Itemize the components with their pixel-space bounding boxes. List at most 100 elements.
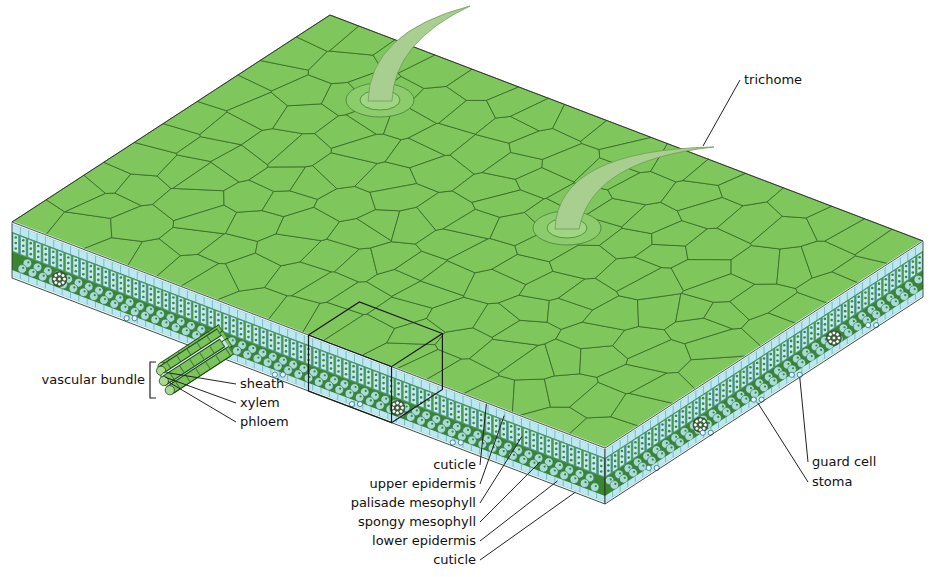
chloroplast [52,250,55,253]
spongy-cell [570,475,579,484]
chloroplast [252,347,254,349]
upper-epidermis-layer [605,243,923,458]
epidermal-cell [463,376,514,413]
chloroplast [75,265,78,268]
chloroplast [688,406,691,409]
chloroplast [562,445,565,448]
spongy-cell [69,284,78,293]
chloroplast [783,344,786,347]
chloroplast [510,425,513,428]
chloroplast [150,288,153,291]
epidermis-cell-wall [554,477,555,483]
spongy-cell [253,354,262,363]
palisade-cell [741,367,746,388]
epidermis-cell-wall [748,402,749,408]
chloroplast [709,403,712,406]
epidermis-cell-wall [179,288,180,296]
chloroplast [127,279,130,282]
epidermis-cell-wall [680,447,681,453]
chloroplast [871,298,874,301]
chloroplast [830,324,833,327]
spongy-cell [769,377,778,386]
chloroplast [797,346,800,349]
spongy-cell [610,481,619,490]
chloroplast [315,362,318,365]
spongy-cell [79,288,88,297]
chloroplast [682,421,685,424]
epidermis-cell-wall [496,409,497,417]
leader-line [480,416,504,484]
chloroplast [426,413,428,415]
chloroplast [345,373,348,376]
chloroplast [851,300,854,303]
chloroplast [360,373,363,376]
chloroplast [592,456,595,459]
top-surface-ground [12,15,923,448]
epidermis-cell-wall [304,335,305,343]
chloroplast [112,273,115,276]
chloroplast [105,281,108,284]
chloroplast [871,292,874,295]
palisade-cell [231,316,237,336]
chloroplast [661,423,664,426]
cube-edge [309,335,392,423]
chloroplast [32,271,34,273]
chloroplast [547,445,550,448]
palisade-cell [148,285,154,305]
spongy-cell [909,286,918,295]
guard-cell-shape [349,401,354,406]
epidermis-cell-wall [688,396,689,404]
epidermis-cell-wall [53,240,54,248]
vein-section [52,272,67,287]
chloroplast [240,327,243,330]
spongy-cell [676,438,685,447]
chloroplast [105,270,108,273]
chloroplast [817,322,820,325]
chloroplast [820,349,822,351]
palisade-cell [403,382,409,402]
epidermis-cell-wall [733,366,734,374]
chloroplast [607,469,610,472]
epidermis-cell-wall [596,447,597,455]
chloroplast [559,464,561,466]
palisade-cell [80,259,86,279]
palisade-cell [35,242,41,262]
spongy-cell [263,358,272,367]
epidermis-cell-wall [642,425,643,433]
palisade-cell [253,325,259,345]
part-label: phloem [240,414,289,430]
chloroplast [498,440,500,442]
epidermis-cell-wall [620,486,621,492]
epidermal-cell [582,296,638,330]
epidermis-cell-wall [112,308,113,314]
epidermis-cell-wall [786,332,787,340]
chloroplast [871,287,874,290]
chloroplast [600,459,603,462]
epidermis-cell-wall [703,386,704,394]
chloroplast [298,372,300,374]
epidermis-cell-wall [847,338,848,344]
epidermis-cell-wall [579,486,580,492]
chloroplast [288,368,290,370]
chloroplast [905,265,908,268]
epidermis-cell-wall [546,428,547,436]
spongy-cell [468,436,477,445]
chloroplast [668,419,671,422]
chloroplast [83,290,85,292]
palisade-cell [755,358,760,379]
chloroplast [360,368,363,371]
chloroplast [918,277,920,279]
leader-line [800,378,808,462]
vein-cell [392,403,396,407]
chloroplast [397,382,400,385]
epidermis-cell-wall [726,371,727,379]
chloroplast [544,466,546,468]
palisade-cell [125,276,131,296]
chloroplast [67,267,70,270]
epidermis-cell-wall [658,416,659,424]
chloroplast [830,313,833,316]
epidermis-cell-wall [371,361,372,369]
palisade-cell [890,270,895,291]
chloroplast [654,428,657,431]
palisade-cell [373,371,379,391]
